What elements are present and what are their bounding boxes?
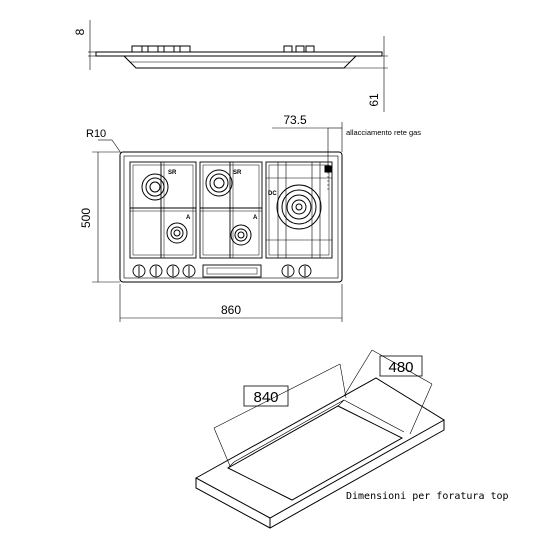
burner-label-sr-left: SR: [168, 170, 177, 176]
hob-inner-outline: [123, 155, 339, 279]
countertop-cutout: [226, 405, 404, 501]
grate-left: [129, 161, 197, 259]
cutout-dim-length-label: 840: [253, 389, 278, 406]
side-grate-left: [131, 45, 191, 53]
side-dim-height: 61: [367, 93, 381, 107]
gas-connection-marker: [324, 165, 332, 173]
grate-middle: [199, 161, 263, 259]
dim-radius-label: R10: [86, 128, 106, 140]
top-view: [92, 122, 343, 322]
side-dim-thickness: 8: [73, 28, 87, 35]
burner-label-a-middle: A: [253, 215, 258, 221]
cutout-caption: Dimensioni per foratura top: [346, 491, 509, 502]
burner-sr-middle: [205, 169, 233, 197]
control-knobs: [132, 264, 312, 278]
hob-outline: [119, 151, 343, 283]
dim-depth-box: [379, 355, 423, 377]
dim-length-box: [243, 385, 289, 407]
dim-gas-offset-label: 73.5: [283, 113, 307, 127]
dim-depth-label: 500: [79, 208, 93, 228]
grate-right: [265, 161, 333, 259]
burner-a-left: [166, 222, 188, 244]
gas-connection-label: allacciamento rete gas: [346, 128, 421, 137]
dim-width-label: 860: [221, 303, 241, 317]
side-glass-plate: [95, 51, 383, 57]
burner-dc: [276, 184, 322, 230]
control-panel-display: [202, 264, 262, 278]
cutout-view: [194, 349, 445, 529]
burner-label-a-left: A: [186, 215, 191, 221]
side-view: [88, 20, 388, 112]
burner-label-sr-middle: SR: [233, 170, 242, 176]
side-grate-right: [283, 45, 315, 53]
cutout-dim-depth-label: 480: [388, 359, 413, 376]
burner-label-dc: DC: [268, 191, 277, 197]
burner-a-middle: [230, 224, 252, 246]
burner-sr-left: [141, 173, 169, 201]
